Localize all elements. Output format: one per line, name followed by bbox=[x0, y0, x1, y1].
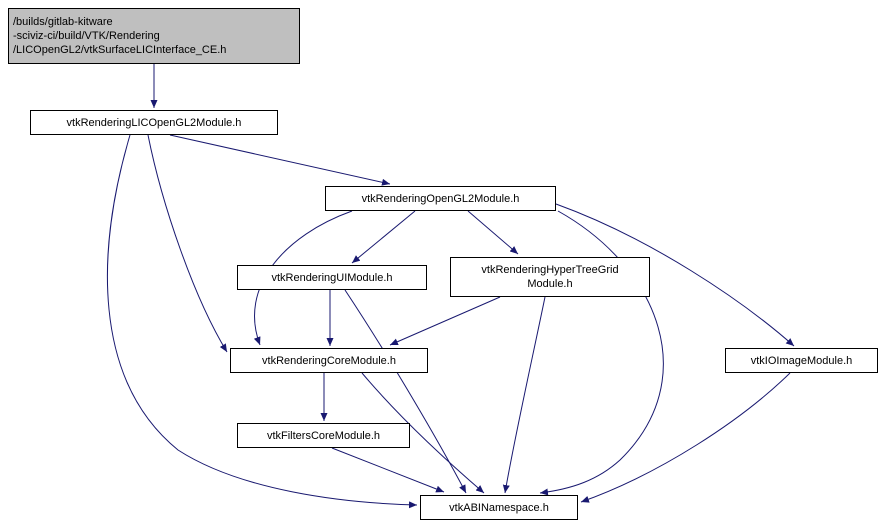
edge-opengl2-to-htg bbox=[467, 210, 519, 255]
node-vtkrenderingcoremodule-h[interactable]: vtkRenderingCoreModule.h bbox=[230, 348, 428, 373]
edge-core-to-abi bbox=[361, 372, 485, 494]
edge-filters-to-abi bbox=[331, 447, 445, 493]
edge-htg-to-abi bbox=[502, 296, 546, 494]
edge-opengl2-to-ui bbox=[351, 210, 416, 264]
edge-htg-to-core bbox=[389, 296, 501, 346]
edge-lic-to-abi bbox=[106, 134, 418, 509]
node-vtkrenderinghypertreegridmodule-h[interactable]: vtkRenderingHyperTreeGrid Module.h bbox=[450, 257, 650, 297]
node-vtksurfacelicinterface-ce-h: /builds/gitlab-kitware -sciviz-ci/build/… bbox=[8, 8, 300, 64]
node-vtkrenderingopengl2module-h[interactable]: vtkRenderingOpenGL2Module.h bbox=[325, 186, 556, 211]
edge-lic-to-core bbox=[147, 134, 228, 353]
edge-ioimage-to-abi bbox=[580, 372, 791, 503]
node-vtkrenderinglicopengl2module-h[interactable]: vtkRenderingLICOpenGL2Module.h bbox=[30, 110, 278, 135]
node-vtkioimagemodule-h[interactable]: vtkIOImageModule.h bbox=[725, 348, 878, 373]
edge-opengl2-to-ioimage bbox=[555, 203, 795, 347]
node-vtkfilterscoremodule-h[interactable]: vtkFiltersCoreModule.h bbox=[237, 423, 410, 448]
edge-ui-to-abi bbox=[344, 289, 467, 494]
edge-lic-to-opengl2 bbox=[169, 134, 391, 186]
node-vtkabinamespace-h[interactable]: vtkABINamespace.h bbox=[420, 495, 578, 520]
edge-opengl2-to-abi bbox=[539, 210, 664, 496]
node-vtkrenderinguimodule-h[interactable]: vtkRenderingUIModule.h bbox=[237, 265, 427, 290]
